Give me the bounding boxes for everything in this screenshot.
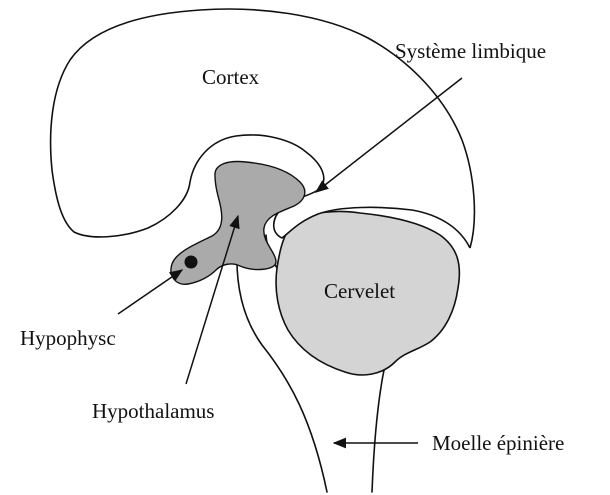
label-hypophyse: Hypophysc: [20, 326, 116, 350]
hypophyse-arrow: [118, 270, 182, 314]
label-hypothalamus: Hypothalamus: [92, 399, 214, 423]
label-limbic: Système limbique: [395, 39, 546, 63]
hypophyse-dot: [185, 256, 198, 269]
label-moelle: Moelle épinière: [432, 431, 564, 455]
label-cortex: Cortex: [202, 65, 260, 89]
label-cervelet: Cervelet: [324, 279, 395, 303]
